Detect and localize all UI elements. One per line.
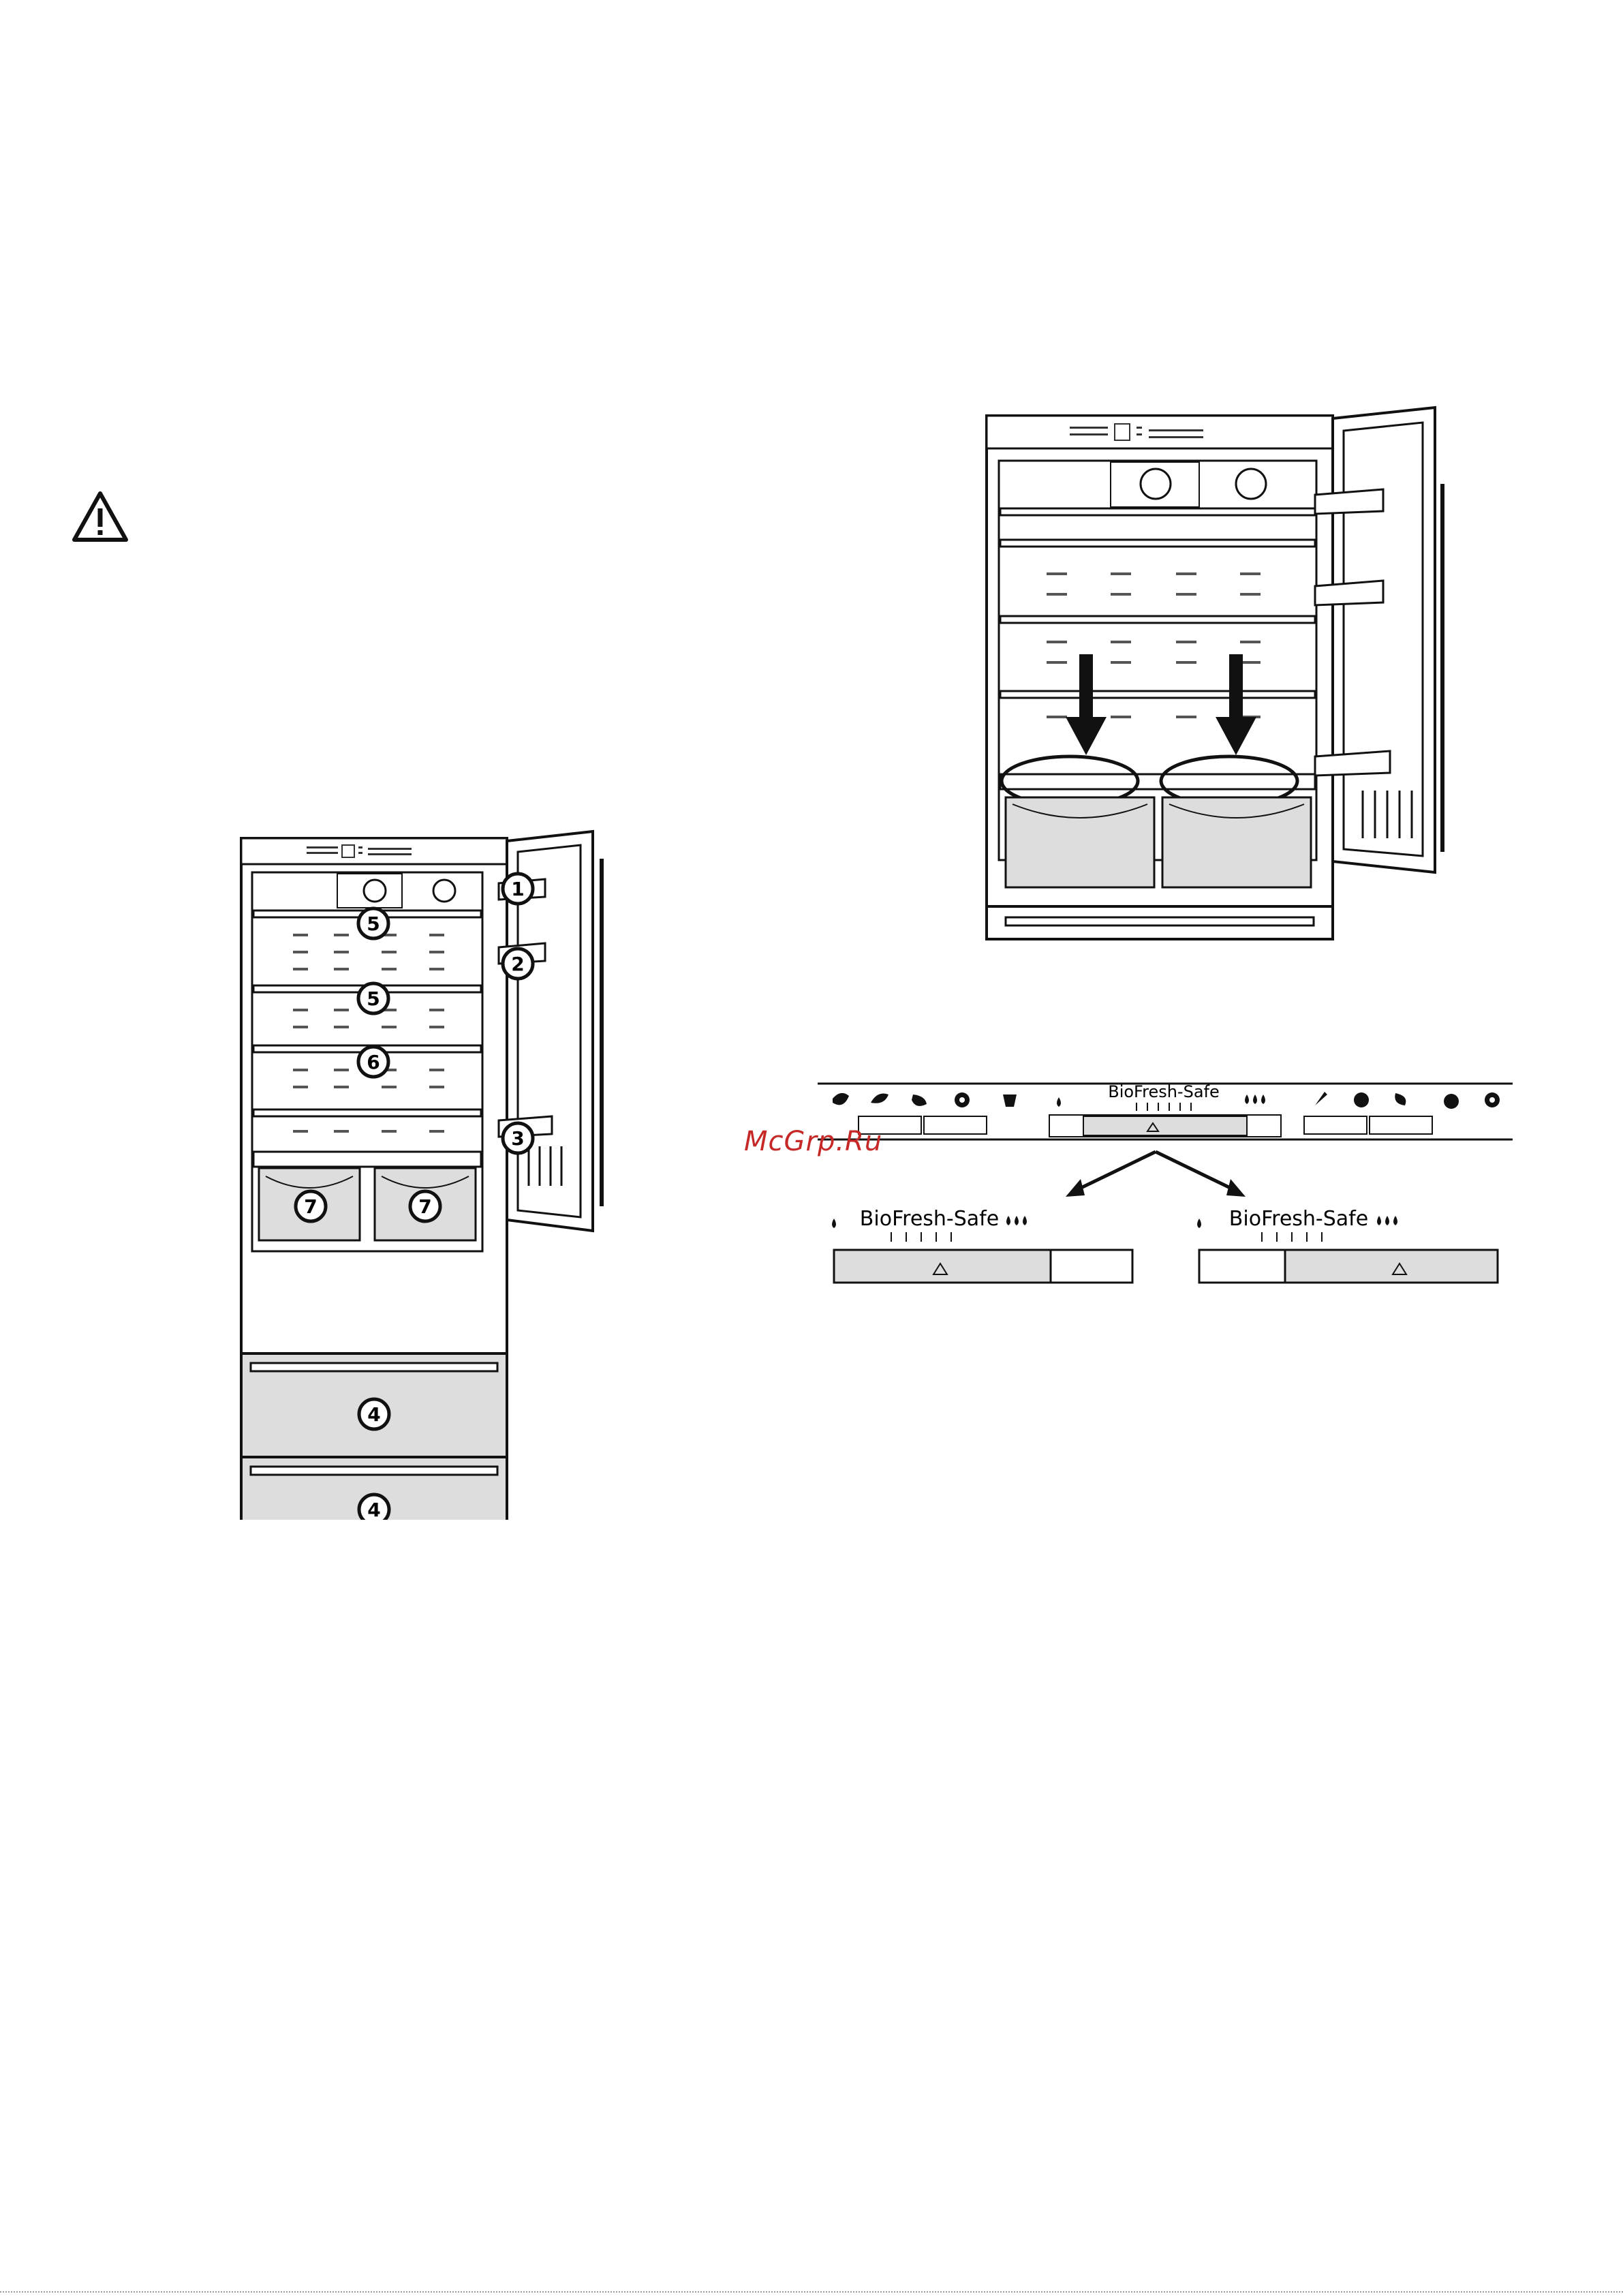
svg-text:3: 3: [511, 1127, 524, 1150]
callout-1: 1: [503, 874, 533, 904]
broccoli-icon: [1395, 1093, 1406, 1105]
cheese-icon: [1003, 1095, 1017, 1107]
callout-5a: 5: [358, 908, 388, 938]
apple-icon: [1444, 1094, 1459, 1109]
callout-4a: 4: [359, 1399, 389, 1429]
single-drop-icon: [832, 1219, 836, 1228]
svg-text:5: 5: [367, 913, 380, 935]
triple-drop-icon: [1377, 1216, 1397, 1225]
triple-drop-icon: [1006, 1216, 1027, 1225]
svg-text:7: 7: [304, 1195, 317, 1218]
svg-text:4: 4: [367, 1403, 380, 1426]
watermark: McGrp.Ru: [744, 1126, 882, 1157]
single-drop-icon: [1057, 1097, 1061, 1107]
split-arrows: [1071, 1152, 1240, 1193]
biofresh-label-left: BioFresh-Safe: [860, 1207, 999, 1231]
warning-triangle-icon: [71, 489, 129, 544]
callout-3: 3: [503, 1123, 533, 1153]
sausage-icon: [871, 1094, 888, 1103]
fridge-cabinet-right: [987, 416, 1333, 939]
triple-drop-icon: [1245, 1095, 1265, 1104]
callout-4b: 4: [359, 1495, 389, 1520]
callout-5b: 5: [358, 983, 388, 1013]
cauliflower-icon: [1354, 1092, 1369, 1107]
pork-icon: [955, 1092, 970, 1107]
lettuce-icon: [833, 1093, 849, 1105]
svg-text:2: 2: [511, 953, 524, 975]
svg-text:1: 1: [511, 878, 524, 900]
carrot-icon: [1315, 1092, 1327, 1105]
fish-icon: [912, 1095, 927, 1106]
page-bottom-edge: [0, 2291, 1623, 2293]
grapes-icon: [1485, 1092, 1500, 1107]
callout-6: 6: [358, 1047, 388, 1077]
callout-2: 2: [503, 949, 533, 979]
open-door-right: [1315, 408, 1444, 872]
svg-text:6: 6: [367, 1051, 380, 1073]
callout-7a: 7: [296, 1191, 326, 1221]
svg-text:5: 5: [367, 988, 380, 1010]
fridge-overview-illustration: 1 2 3 5 5 6 7 7: [232, 818, 613, 1520]
svg-text:7: 7: [418, 1195, 431, 1218]
biofresh-control-diagram: BioFresh-Safe BioFresh-Safe: [818, 1063, 1513, 1295]
biofresh-strip-label: BioFresh-Safe: [1108, 1082, 1220, 1101]
biofresh-label-right: BioFresh-Safe: [1229, 1207, 1368, 1231]
svg-text:4: 4: [367, 1499, 380, 1520]
single-drop-icon: [1197, 1219, 1201, 1228]
callout-7b: 7: [410, 1191, 440, 1221]
biofresh-location-illustration: [981, 402, 1465, 947]
